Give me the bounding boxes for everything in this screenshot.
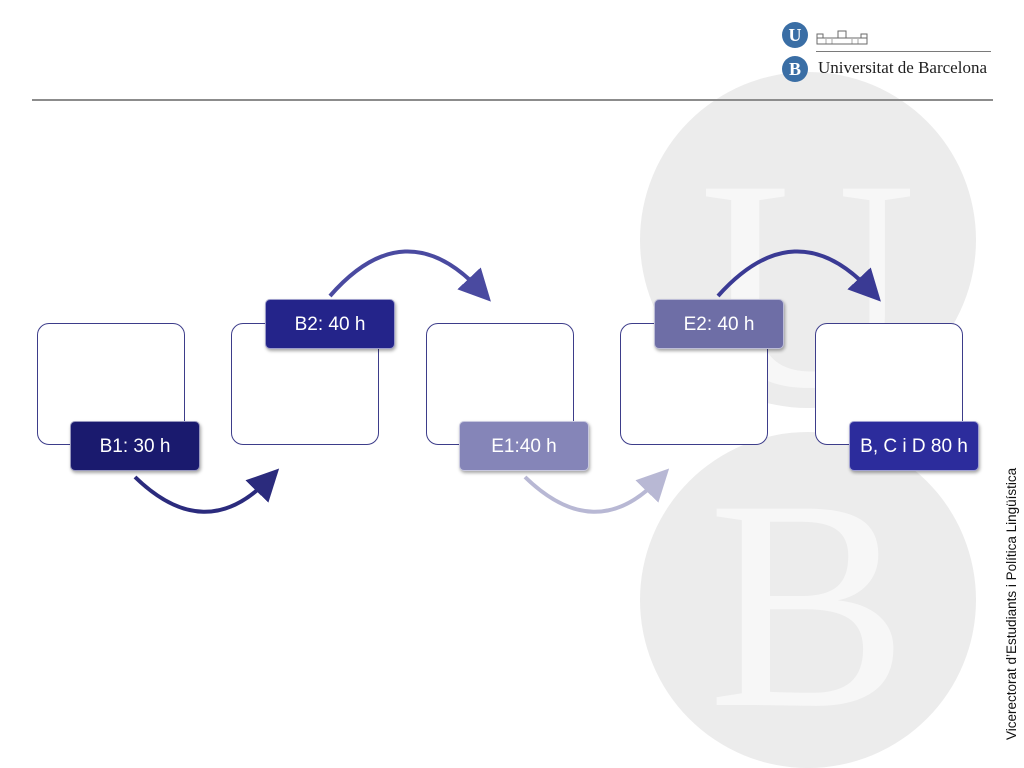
header-divider (32, 99, 993, 101)
building-icon (816, 30, 868, 45)
step-label-bcd: B, C i D 80 h (849, 421, 979, 471)
university-logo: U B Universitat de Barcelona (780, 20, 995, 86)
university-name: Universitat de Barcelona (818, 58, 987, 77)
step-label-b1: B1: 30 h (70, 421, 200, 471)
step-label-e2: E2: 40 h (654, 299, 784, 349)
connector-arrow-e2-bcd (716, 249, 881, 302)
connector-arrow-b2-e1 (328, 249, 491, 302)
connector-arrow-e1-e2 (523, 468, 670, 514)
vertical-caption: Vicerectorat d’Estudiants i Política Lin… (1004, 467, 1019, 740)
logo-divider (816, 51, 991, 52)
step-label-e1: E1:40 h (459, 421, 589, 471)
watermark-letter-b: B (708, 438, 908, 768)
logo-b-badge: B (782, 56, 808, 82)
logo-u-badge: U (782, 22, 808, 48)
watermark-circle-bottom (640, 432, 976, 768)
connector-arrow-b1-b2 (133, 468, 280, 514)
step-label-b2: B2: 40 h (265, 299, 395, 349)
